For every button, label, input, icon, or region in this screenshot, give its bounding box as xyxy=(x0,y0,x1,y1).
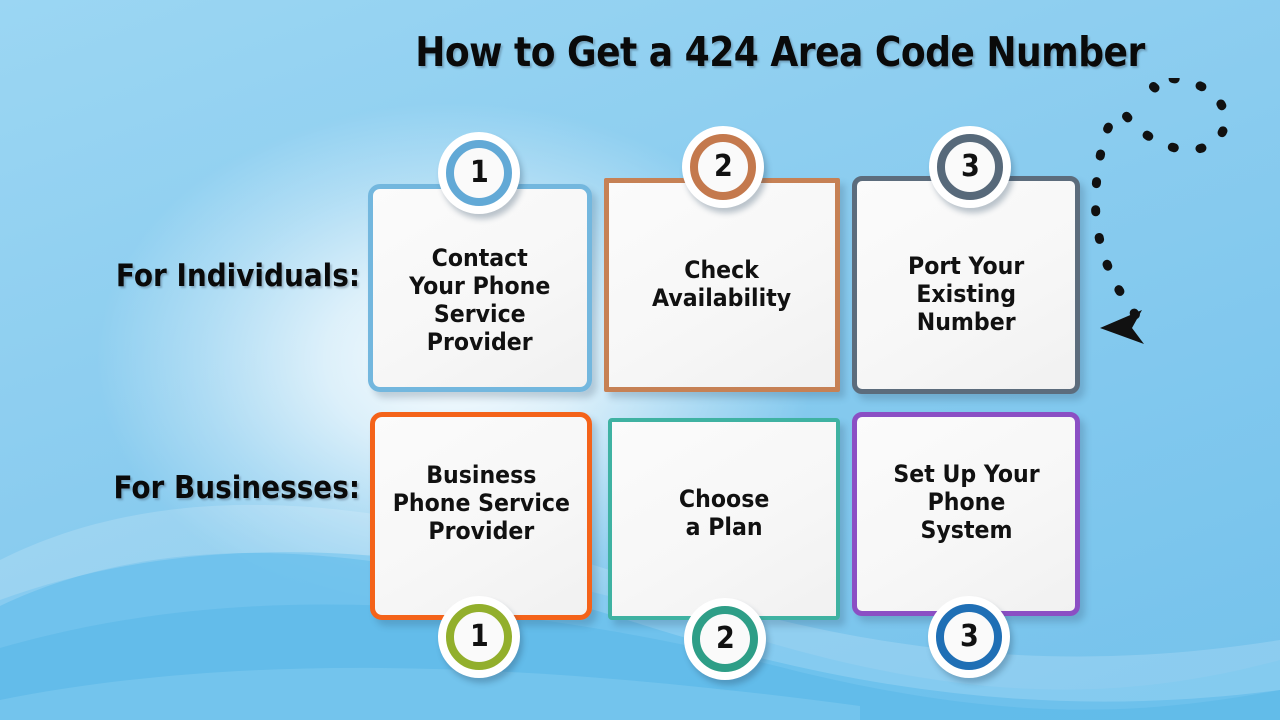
badge-number: 2 xyxy=(715,621,735,656)
badge-number: 1 xyxy=(469,155,489,190)
step-card-text: Business Phone Service Provider xyxy=(392,461,570,545)
step-badge-businesses-3: 3 xyxy=(928,596,1010,678)
step-card-text: Set Up Your Phone System xyxy=(892,460,1040,544)
row-label-individuals: For Individuals: xyxy=(115,258,360,294)
step-card-text: Port Your Existing Number xyxy=(907,252,1025,336)
step-badge-businesses-1: 1 xyxy=(438,596,520,678)
step-card-businesses-1[interactable]: Business Phone Service Provider xyxy=(370,412,592,620)
badge-number: 3 xyxy=(960,149,980,184)
step-card-individuals-3[interactable]: Port Your Existing Number xyxy=(852,176,1080,394)
step-card-individuals-1[interactable]: Contact Your Phone Service Provider xyxy=(368,184,592,392)
badge-ring: 3 xyxy=(937,134,1003,200)
step-badge-businesses-2: 2 xyxy=(684,598,766,680)
step-card-businesses-2[interactable]: Choose a Plan xyxy=(608,418,840,620)
badge-number: 3 xyxy=(959,619,979,654)
step-badge-individuals-1: 1 xyxy=(438,132,520,214)
badge-ring: 1 xyxy=(446,604,512,670)
row-label-businesses: For Businesses: xyxy=(113,470,360,506)
step-card-individuals-2[interactable]: Check Availability xyxy=(604,178,840,392)
badge-ring: 2 xyxy=(692,606,758,672)
page-title: How to Get a 424 Area Code Number xyxy=(415,28,1145,76)
step-card-text: Contact Your Phone Service Provider xyxy=(409,244,551,356)
step-badge-individuals-3: 3 xyxy=(929,126,1011,208)
step-card-text: Check Availability xyxy=(652,256,792,312)
step-card-businesses-3[interactable]: Set Up Your Phone System xyxy=(852,412,1080,616)
badge-ring: 1 xyxy=(446,140,512,206)
step-card-text: Choose a Plan xyxy=(678,485,770,541)
badge-ring: 3 xyxy=(936,604,1002,670)
badge-number: 1 xyxy=(469,619,489,654)
badge-number: 2 xyxy=(713,149,733,184)
step-badge-individuals-2: 2 xyxy=(682,126,764,208)
badge-ring: 2 xyxy=(690,134,756,200)
